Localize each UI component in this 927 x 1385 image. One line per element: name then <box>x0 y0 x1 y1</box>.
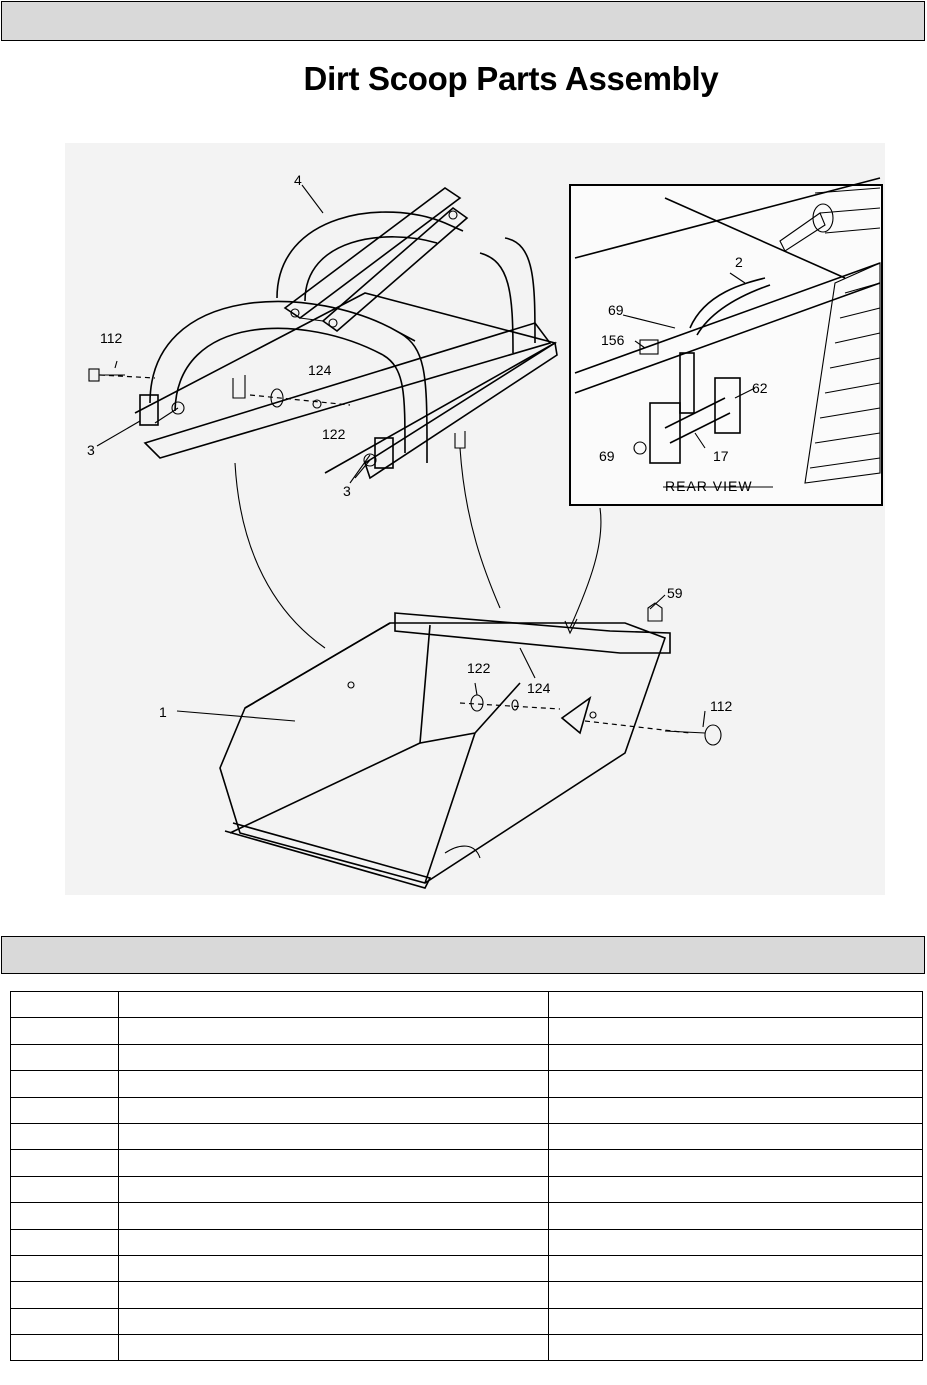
table-cell <box>118 1281 549 1309</box>
table-cell <box>548 1228 923 1256</box>
table-cell <box>118 1070 549 1098</box>
callout-122-upper: 122 <box>322 426 346 442</box>
table-cell <box>10 1254 119 1283</box>
table-row <box>10 1122 923 1151</box>
callout-62: 62 <box>752 380 768 396</box>
table-cell <box>118 1334 549 1362</box>
callout-labels: 4 112 124 122 3 3 1 122 124 59 112 2 69 … <box>87 172 768 720</box>
table-cell <box>118 1149 549 1177</box>
callout-122-lower: 122 <box>467 660 491 676</box>
callout-156: 156 <box>601 332 625 348</box>
page-title: Dirt Scoop Parts Assembly <box>303 60 719 97</box>
callout-112-right: 112 <box>710 698 733 714</box>
table-cell <box>548 990 923 1019</box>
callout-69-upper: 69 <box>608 302 624 318</box>
table-row <box>10 1070 923 1098</box>
table-cell <box>548 1307 923 1336</box>
callout-2: 2 <box>735 254 743 270</box>
table-row <box>10 1202 923 1230</box>
table-cell <box>118 1254 549 1283</box>
table-row <box>10 1228 923 1256</box>
parts-list-header-band <box>1 936 925 974</box>
table-row <box>10 1254 923 1283</box>
hatched-wall <box>804 187 881 484</box>
header-band <box>1 1 925 41</box>
assembly-diagram: 4 112 124 122 3 3 1 122 124 59 112 2 69 … <box>65 143 885 895</box>
table-cell <box>10 1202 119 1230</box>
table-cell <box>548 1281 923 1309</box>
callout-3-right: 3 <box>343 483 351 499</box>
table-cell <box>548 1043 923 1072</box>
table-row <box>10 1096 923 1124</box>
table-cell <box>10 1228 119 1256</box>
table-cell <box>548 1096 923 1124</box>
table-cell <box>548 1122 923 1151</box>
table-row <box>10 1334 923 1362</box>
table-row <box>10 990 923 1019</box>
callout-124-lower: 124 <box>527 680 551 696</box>
table-cell <box>118 1307 549 1336</box>
table-row <box>10 1281 923 1309</box>
table-row <box>10 1149 923 1177</box>
table-cell <box>548 1334 923 1362</box>
scoop-bucket <box>219 602 722 889</box>
rear-view-caption: REAR VIEW <box>665 478 753 494</box>
left-hardware <box>88 368 351 409</box>
table-cell <box>548 1149 923 1177</box>
table-cell <box>10 1122 119 1151</box>
table-cell <box>118 990 549 1019</box>
table-cell <box>118 1175 549 1204</box>
table-row <box>10 1017 923 1045</box>
table-cell <box>10 990 119 1019</box>
table-cell <box>548 1202 923 1230</box>
callout-124-upper: 124 <box>308 362 332 378</box>
callout-112-left: 112 <box>100 330 123 346</box>
table-cell <box>548 1070 923 1098</box>
guide-arc-right <box>459 447 501 609</box>
table-cell <box>10 1070 119 1098</box>
table-cell <box>118 1096 549 1124</box>
table-cell <box>10 1017 119 1045</box>
callout-4: 4 <box>294 172 302 188</box>
callout-17: 17 <box>713 448 729 464</box>
mounting-frame <box>134 187 558 480</box>
callout-59: 59 <box>667 585 683 601</box>
table-row <box>10 1175 923 1204</box>
guide-arc-left <box>234 462 326 649</box>
table-cell <box>118 1228 549 1256</box>
callout-1: 1 <box>159 704 167 720</box>
callout-69-lower: 69 <box>599 448 615 464</box>
table-cell <box>10 1096 119 1124</box>
parts-table <box>10 990 923 1362</box>
table-cell <box>548 1017 923 1045</box>
inset-arrow-arc <box>569 507 602 629</box>
rear-view-inset <box>569 177 883 506</box>
callout-3-left: 3 <box>87 442 95 458</box>
table-cell <box>118 1122 549 1151</box>
table-cell <box>118 1202 549 1230</box>
table-cell <box>10 1149 119 1177</box>
table-cell <box>10 1334 119 1362</box>
table-cell <box>10 1175 119 1204</box>
table-cell <box>10 1307 119 1336</box>
inset-arrowhead <box>564 618 578 635</box>
table-cell <box>118 1043 549 1072</box>
table-cell <box>548 1254 923 1283</box>
table-cell <box>10 1281 119 1309</box>
table-row <box>10 1307 923 1336</box>
table-cell <box>548 1175 923 1204</box>
table-cell <box>118 1017 549 1045</box>
leader-lines <box>96 184 756 728</box>
table-cell <box>10 1043 119 1072</box>
table-row <box>10 1043 923 1072</box>
